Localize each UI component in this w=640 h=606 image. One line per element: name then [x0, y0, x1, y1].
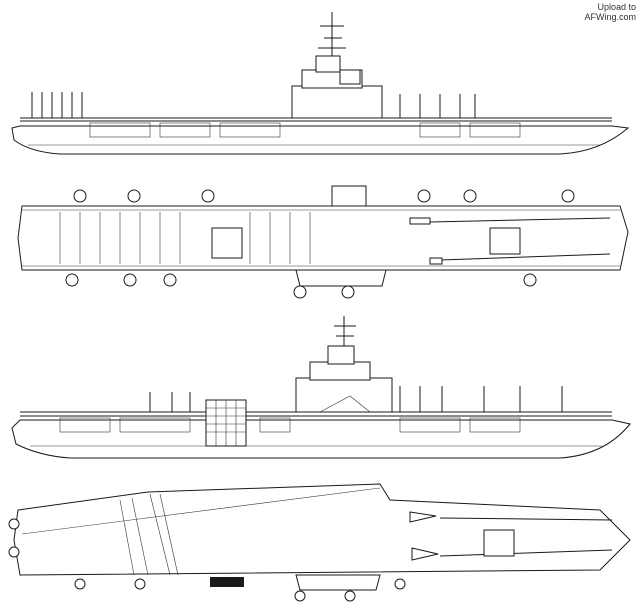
catapult-track-starboard-angled: [439, 549, 613, 557]
hangar-openings: [89, 122, 521, 138]
angled-deck-outline: [13, 483, 631, 576]
watermark: Upload to AFWing.com: [584, 2, 636, 22]
watermark-line-1: Upload to: [597, 2, 636, 12]
hull-outline-modern: [11, 419, 631, 459]
watermark-line-2: AFWing.com: [584, 12, 636, 22]
deck-masts-modern: [149, 386, 563, 412]
profile-original-view: [11, 12, 630, 155]
sponsons: [65, 189, 575, 299]
catapult-track-port: [429, 217, 611, 223]
catapult-track-port-angled: [439, 517, 613, 521]
hull-outline: [11, 125, 630, 155]
deck-edge-elevator: [331, 185, 367, 207]
catapult-track-starboard: [439, 253, 611, 261]
hull-openings-modern: [59, 417, 521, 433]
deck-masts-aft: [399, 94, 476, 118]
sponsons-angled: [8, 518, 406, 602]
deck-masts-fore: [31, 92, 83, 118]
angled-deck-centreline: [21, 487, 381, 535]
deck-edge-elevator-solid: [210, 577, 244, 587]
arresting-wires: [59, 212, 311, 264]
island-plan: [295, 269, 387, 287]
plan-straight-deck-view: [17, 185, 629, 299]
deck-outline: [17, 205, 629, 271]
plan-angled-deck-view: [8, 483, 631, 602]
elevator-forward: [489, 227, 521, 255]
elevator-forward-angled: [483, 529, 515, 557]
island-superstructure: [291, 12, 383, 119]
island-plan-angled: [295, 574, 381, 591]
island-superstructure-modern: [295, 316, 393, 413]
elevator-centre: [211, 227, 243, 259]
profile-modernized-view: [11, 316, 631, 459]
